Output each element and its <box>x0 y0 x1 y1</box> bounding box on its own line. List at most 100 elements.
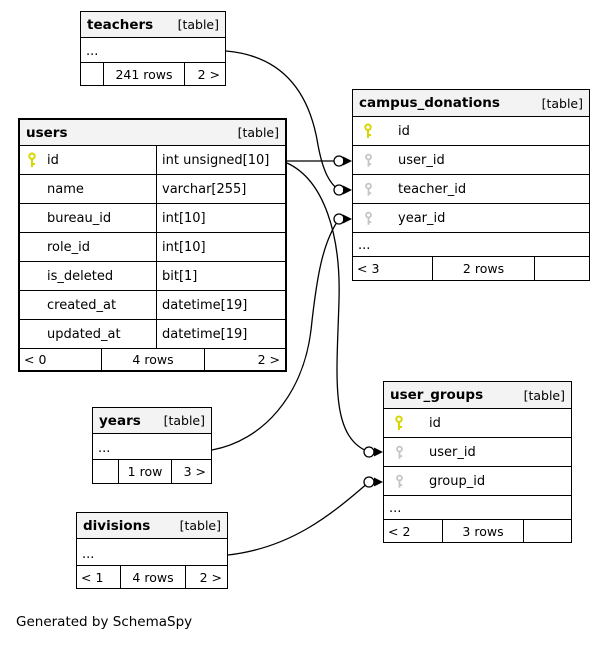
table-divisions-footer: < 1 4 rows 2 > <box>77 566 227 588</box>
table-teachers-title[interactable]: teachers <box>87 16 154 33</box>
column-row-bureau-id: bureau_id int[10] <box>20 204 285 233</box>
column-name: user_id <box>398 152 445 168</box>
column-type: bit[1] <box>162 268 198 284</box>
row-count: 3 rows <box>443 520 524 542</box>
connector-endpoints <box>333 155 383 488</box>
table-user-groups-footer: < 2 3 rows <box>384 520 571 542</box>
column-name: group_id <box>429 473 486 489</box>
primary-key-icon <box>23 152 41 168</box>
column-row-updated-at: updated_at datetime[19] <box>20 320 285 349</box>
table-years-title[interactable]: years <box>99 412 141 429</box>
table-type-tag: [table] <box>523 387 565 403</box>
column-name: id <box>398 123 410 139</box>
foreign-key-icon <box>391 445 407 460</box>
column-row-created-at: created_at datetime[19] <box>20 291 285 320</box>
column-type: int[10] <box>162 239 206 255</box>
columns-ellipsis: ... <box>81 38 225 63</box>
rel-teachers-campus-donations <box>225 50 340 191</box>
foreign-key-icon <box>360 182 376 197</box>
column-name: role_id <box>47 239 90 255</box>
table-type-tag: [table] <box>237 125 279 140</box>
related-right-count: 2 > <box>257 352 280 367</box>
connector-circle <box>363 446 375 458</box>
columns-ellipsis: ... <box>93 434 211 460</box>
foreign-key-icon <box>360 153 376 168</box>
column-name: year_id <box>398 210 446 226</box>
column-name: is_deleted <box>47 268 114 284</box>
columns-ellipsis: ... <box>77 539 227 566</box>
related-left-count: < 1 <box>77 566 121 588</box>
connector-arrow <box>374 477 383 487</box>
connector-arrow <box>343 214 352 224</box>
table-divisions-header: divisions [table] <box>77 513 227 539</box>
connector-circle <box>333 184 345 196</box>
table-years-header: years [table] <box>93 408 211 434</box>
column-row-role-id: role_id int[10] <box>20 233 285 262</box>
table-teachers-footer: 241 rows 2 > <box>81 63 225 85</box>
column-name: created_at <box>47 297 117 313</box>
related-left-count: < 3 <box>353 257 433 280</box>
column-name: name <box>47 181 84 197</box>
table-users-title[interactable]: users <box>26 124 68 141</box>
column-type: varchar[255] <box>162 181 247 197</box>
primary-key-icon <box>360 123 376 139</box>
columns-ellipsis: ... <box>384 496 571 520</box>
row-count: 1 row <box>119 460 172 483</box>
table-users-footer: < 0 4 rows 2 > <box>20 349 285 370</box>
table-years-footer: 1 row 3 > <box>93 460 211 483</box>
columns-ellipsis: ... <box>353 233 589 257</box>
column-row-id: id <box>353 117 589 146</box>
column-name: updated_at <box>47 326 121 342</box>
column-type: int unsigned[10] <box>162 152 270 168</box>
column-name: teacher_id <box>398 181 467 197</box>
column-row-year-id: year_id <box>353 204 589 233</box>
rel-years-campus-donations <box>211 218 340 451</box>
related-right-count: 3 > <box>183 464 206 479</box>
table-teachers-header: teachers [table] <box>81 12 225 38</box>
related-left-count <box>81 63 104 85</box>
column-row-name: name varchar[255] <box>20 175 285 204</box>
table-campus-donations: campus_donations [table] id user_id <box>352 89 590 281</box>
column-row-user-id: user_id <box>384 438 571 467</box>
table-type-tag: [table] <box>179 518 221 533</box>
column-row-id: id int unsigned[10] <box>20 146 285 175</box>
column-type: int[10] <box>162 210 206 226</box>
column-row-group-id: group_id <box>384 467 571 496</box>
table-type-tag: [table] <box>177 17 219 32</box>
table-campus-donations-footer: < 3 2 rows <box>353 257 589 280</box>
related-right-count <box>524 520 571 542</box>
column-type: datetime[19] <box>162 297 248 313</box>
table-campus-donations-header: campus_donations [table] <box>353 90 589 117</box>
related-left-count: < 0 <box>20 349 102 370</box>
column-name: id <box>47 152 59 168</box>
foreign-key-icon <box>360 211 376 226</box>
table-divisions-title[interactable]: divisions <box>83 517 151 534</box>
related-right-count <box>535 257 589 280</box>
column-row-is-deleted: is_deleted bit[1] <box>20 262 285 291</box>
row-count: 4 rows <box>102 349 205 370</box>
column-row-user-id: user_id <box>353 146 589 175</box>
table-campus-donations-title[interactable]: campus_donations <box>359 95 500 111</box>
related-left-count <box>93 460 119 483</box>
connector-arrow <box>374 447 383 457</box>
column-name: id <box>429 415 441 431</box>
table-teachers: teachers [table] ... 241 rows 2 > <box>80 11 226 86</box>
table-type-tag: [table] <box>163 413 205 428</box>
table-users: users [table] id int unsigned[10] name v… <box>18 118 287 372</box>
generator-note: Generated by SchemaSpy <box>16 614 193 630</box>
table-divisions: divisions [table] ... < 1 4 rows 2 > <box>76 512 228 589</box>
table-users-header: users [table] <box>20 120 285 146</box>
table-type-tag: [table] <box>541 95 583 111</box>
connector-arrow <box>343 156 352 166</box>
connector-circle <box>333 155 345 167</box>
table-user-groups-title[interactable]: user_groups <box>390 387 484 403</box>
connector-circle <box>333 213 345 225</box>
row-count: 241 rows <box>104 63 185 85</box>
related-right-count: 2 > <box>199 569 222 585</box>
related-left-count: < 2 <box>384 520 443 542</box>
connector-arrow <box>343 185 352 195</box>
column-type: datetime[19] <box>162 326 248 342</box>
related-right-count: 2 > <box>197 66 220 82</box>
